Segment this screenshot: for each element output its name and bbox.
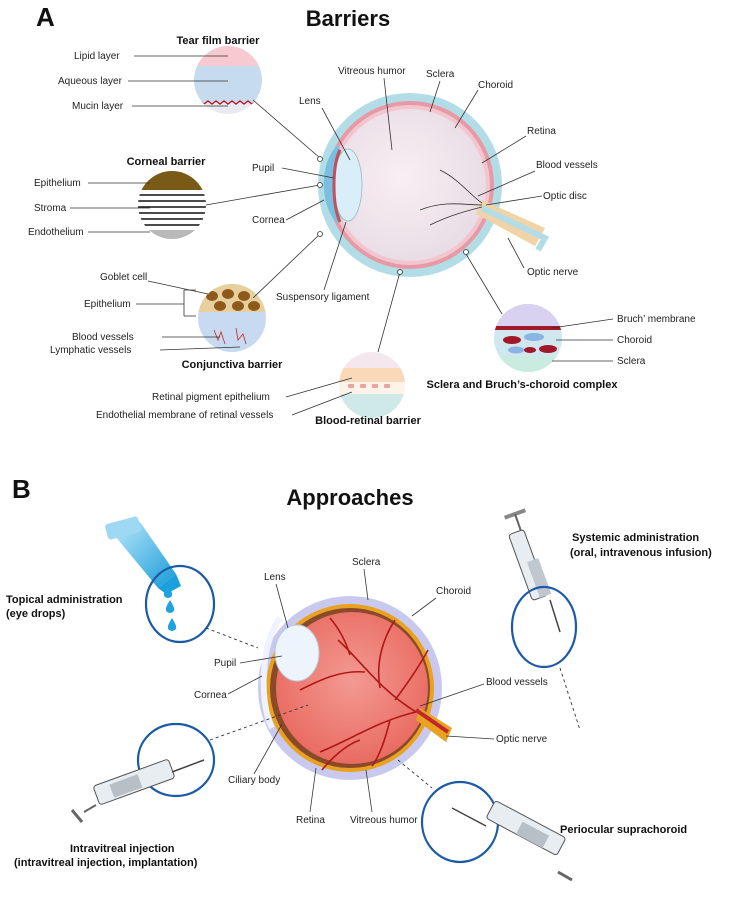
- panel-b-title: Approaches: [286, 485, 413, 510]
- panel-a-title: Barriers: [306, 6, 390, 31]
- label-retina: Retina: [527, 126, 556, 137]
- tear-film-inset: [194, 46, 262, 114]
- systemic-syringe-icon: [503, 508, 561, 633]
- intravitreal-title: Intravitreal injection: [70, 843, 175, 855]
- label-sclera: Sclera: [426, 69, 455, 80]
- topical-title: Topical administration: [6, 594, 123, 606]
- periocular-ring: [420, 780, 500, 864]
- label-choroid: Choroid: [478, 80, 513, 91]
- label-optic-nerve-a: Optic nerve: [527, 267, 579, 278]
- b-label-sclera: Sclera: [352, 557, 381, 568]
- b-label-blood-vessels: Blood vessels: [486, 677, 548, 688]
- conjunctiva-title: Conjunctiva barrier: [182, 359, 284, 371]
- systemic-subtitle: (oral, intravenous infusion): [570, 547, 712, 559]
- conjunctiva-blood-vessels-label: Blood vessels: [72, 332, 134, 343]
- label-pupil: Pupil: [252, 163, 274, 174]
- conjunctiva-goblet-label: Goblet cell: [100, 272, 147, 283]
- corneal-endothelium-label: Endothelium: [28, 227, 84, 238]
- tear-lipid-label: Lipid layer: [74, 51, 120, 62]
- blood-retinal-inset: [339, 352, 405, 418]
- conjunctiva-inset: [198, 284, 266, 352]
- corneal-inset: [138, 171, 206, 239]
- topical-ring: [144, 564, 216, 644]
- eye-diagram-a: [318, 93, 550, 277]
- systemic-ring: [510, 585, 578, 669]
- sclera-complex-title: Sclera and Bruch’s-choroid complex: [427, 379, 619, 391]
- blood-retinal-title: Blood-retinal barrier: [315, 415, 421, 427]
- eye-diagram-b: [258, 596, 452, 780]
- eye-b-leader-lines: [227, 568, 495, 813]
- intravitreal-subtitle: (intravitreal injection, implantation): [14, 857, 198, 869]
- panel-a-letter: A: [36, 2, 55, 32]
- b-label-optic-nerve: Optic nerve: [496, 734, 548, 745]
- intravitreal-syringe-icon: [70, 759, 205, 823]
- b-label-ciliary-body: Ciliary body: [228, 775, 280, 786]
- b-label-pupil: Pupil: [214, 658, 236, 669]
- tear-mucin-label: Mucin layer: [72, 101, 124, 112]
- conjunctiva-lymphatic-label: Lymphatic vessels: [50, 345, 131, 356]
- eye-drops-icon: [163, 585, 177, 631]
- eye-drop-bottle-icon: [105, 516, 181, 594]
- intravitreal-ring: [136, 722, 216, 798]
- label-cornea-a: Cornea: [252, 215, 285, 226]
- systemic-title: Systemic administration: [572, 532, 699, 544]
- conjunctiva-epithelium-label: Epithelium: [84, 299, 131, 310]
- b-label-choroid: Choroid: [436, 586, 471, 597]
- complex-choroid-label: Choroid: [617, 335, 652, 346]
- label-suspensory-ligament: Suspensory ligament: [276, 292, 370, 303]
- corneal-title: Corneal barrier: [127, 156, 207, 168]
- sclera-complex-inset: [494, 304, 562, 372]
- label-lens: Lens: [299, 96, 321, 107]
- tear-film-title: Tear film barrier: [177, 35, 261, 47]
- b-label-vitreous-humor: Vitreous humor: [350, 815, 418, 826]
- b-label-lens: Lens: [264, 572, 286, 583]
- complex-sclera-label: Sclera: [617, 356, 646, 367]
- brb-endothelial-label: Endothelial membrane of retinal vessels: [96, 410, 273, 421]
- eye-a-leader-lines: [281, 77, 543, 291]
- label-vitreous-humor: Vitreous humor: [338, 66, 406, 77]
- topical-subtitle: (eye drops): [6, 608, 66, 620]
- tear-aqueous-label: Aqueous layer: [58, 76, 123, 87]
- corneal-epithelium-label: Epithelium: [34, 178, 81, 189]
- brb-rpe-label: Retinal pigment epithelium: [152, 392, 270, 403]
- periocular-title: Periocular suprachoroid: [560, 824, 687, 836]
- panel-b-letter: B: [12, 474, 31, 504]
- label-optic-disc: Optic disc: [543, 191, 587, 202]
- periocular-syringe-icon: [451, 800, 573, 882]
- b-label-retina: Retina: [296, 815, 325, 826]
- b-label-cornea: Cornea: [194, 690, 227, 701]
- corneal-stroma-label: Stroma: [34, 203, 67, 214]
- label-blood-vessels-a: Blood vessels: [536, 160, 598, 171]
- bruch-membrane-label: Bruch’ membrane: [617, 314, 696, 325]
